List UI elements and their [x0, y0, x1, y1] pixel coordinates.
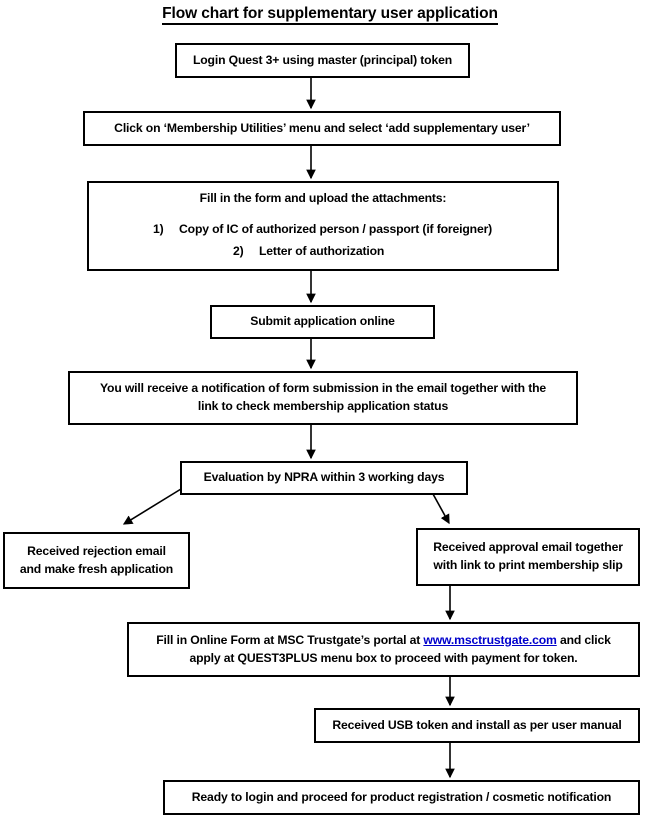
node-usb-token-text: Received USB token and install as per us… [332, 717, 622, 732]
node-rejection-email-line2: and make fresh application [19, 561, 174, 576]
arrow-evaluation-to-approval [432, 493, 450, 525]
node-ready-login: Ready to login and proceed for product r… [163, 780, 640, 815]
node-notification-email-line1: You will receive a notification of form … [99, 381, 547, 396]
node-login-text: Login Quest 3+ using master (principal) … [192, 52, 453, 67]
node-fill-form-item-1: 1) Copy of IC of authorized person / pass… [95, 221, 551, 239]
item-2-text: Letter of authorization [259, 244, 385, 259]
node-submit-application-text: Submit application online [250, 314, 395, 329]
node-approval-email-line2: with link to print membership slip [433, 558, 623, 572]
node-membership-utilities-text: Click on ‘Membership Utilities’ menu and… [114, 120, 530, 135]
node-login: Login Quest 3+ using master (principal) … [175, 43, 470, 78]
node-approval-email: Received approval email together with li… [416, 528, 640, 586]
node-notification-email-line2: link to check membership application sta… [197, 399, 449, 413]
node-notification-email: You will receive a notification of form … [68, 371, 578, 425]
node-evaluation-npra-text: Evaluation by NPRA within 3 working days [203, 470, 445, 485]
item-2-number: 2) [233, 244, 244, 259]
node-membership-utilities: Click on ‘Membership Utilities’ menu and… [83, 111, 561, 146]
item-1-number: 1) [153, 221, 164, 236]
arrow-evaluation-to-rejection [122, 488, 182, 525]
node-trustgate-portal-line1: Fill in Online Form at MSC Trustgate’s p… [135, 632, 632, 650]
node-fill-form-item-2: 2) Letter of authorization [95, 243, 551, 261]
page-title-text: Flow chart for supplementary user applic… [162, 5, 498, 25]
node-usb-token: Received USB token and install as per us… [314, 708, 640, 743]
node-submit-application: Submit application online [210, 305, 435, 339]
node-trustgate-portal: Fill in Online Form at MSC Trustgate’s p… [127, 622, 640, 677]
node-rejection-email-line1: Received rejection email [27, 543, 166, 558]
item-1-text: Copy of IC of authorized person / passpo… [179, 221, 493, 236]
trustgate-text-before: Fill in Online Form at MSC Trustgate’s p… [156, 632, 424, 647]
node-fill-form-heading: Fill in the form and upload the attachme… [199, 191, 447, 205]
page-title: Flow chart for supplementary user applic… [0, 5, 660, 25]
node-evaluation-npra: Evaluation by NPRA within 3 working days [180, 461, 468, 495]
trustgate-text-after: and click [556, 632, 611, 647]
msctrustgate-link[interactable]: www.msctrustgate.com [423, 632, 557, 647]
node-approval-email-line1: Received approval email together [433, 540, 623, 555]
node-trustgate-portal-line2: apply at QUEST3PLUS menu box to proceed … [189, 650, 578, 665]
node-rejection-email: Received rejection email and make fresh … [3, 532, 190, 589]
node-ready-login-text: Ready to login and proceed for product r… [191, 789, 612, 804]
node-fill-form: Fill in the form and upload the attachme… [87, 181, 559, 271]
